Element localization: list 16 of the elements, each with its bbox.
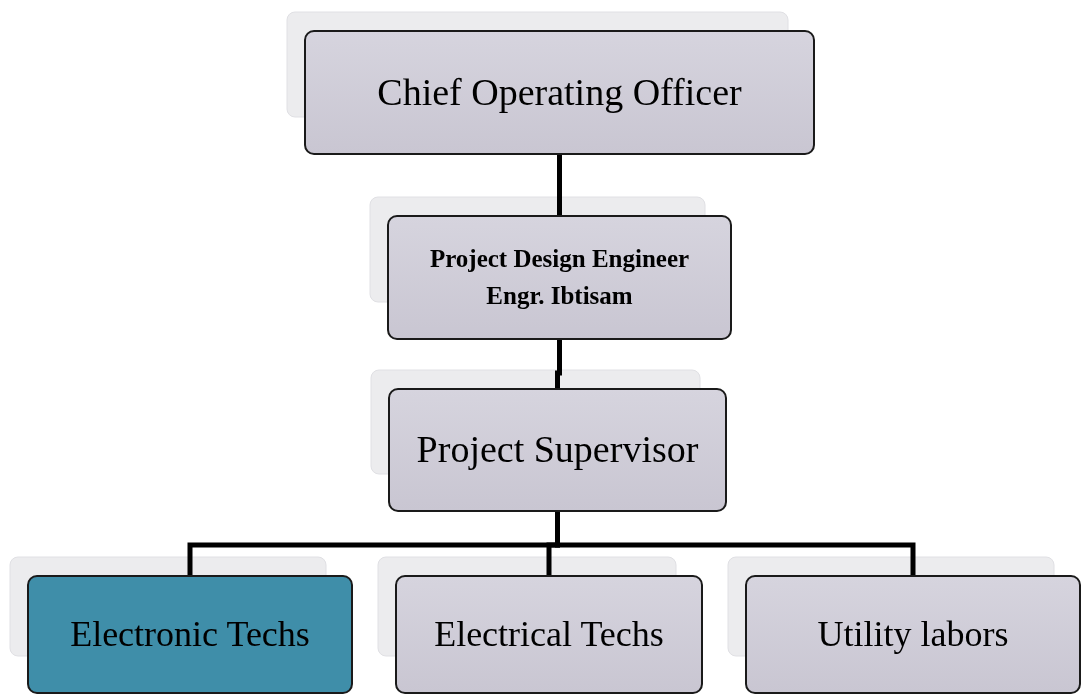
org-box	[395, 575, 703, 694]
role-title: Utility labors	[817, 613, 1009, 656]
connector-line	[555, 512, 916, 575]
role-title: Project Supervisor	[416, 428, 699, 472]
connector-line	[557, 155, 562, 215]
role-title: Electrical Techs	[434, 613, 664, 656]
role-title: Chief Operating Officer	[377, 70, 742, 115]
org-box	[387, 215, 732, 340]
role-title: Project Design Engineer	[429, 244, 690, 274]
role-title: Electronic Techs	[70, 613, 310, 656]
role-title: Engr. Ibtisam	[486, 281, 633, 311]
org-box	[745, 575, 1081, 694]
org-box	[388, 388, 727, 512]
org-box	[304, 30, 815, 155]
connector-line	[555, 340, 562, 388]
org-box	[27, 575, 353, 694]
